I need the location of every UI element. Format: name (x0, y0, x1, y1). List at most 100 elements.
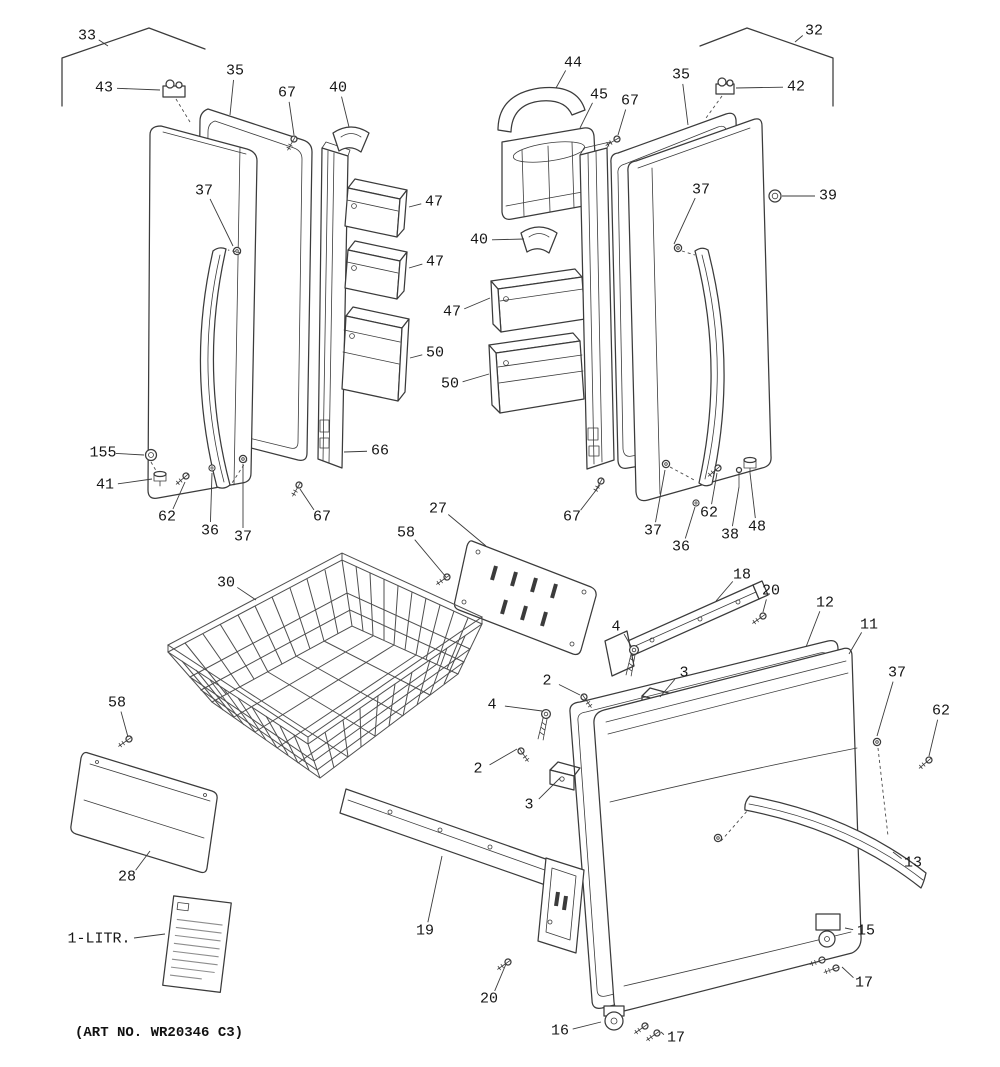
callout-part-number: 12 (816, 595, 834, 612)
leader-line (558, 684, 581, 696)
leader-line (229, 79, 234, 116)
handle-stud-bottom-right (661, 459, 671, 469)
leader-line (580, 484, 601, 511)
leader-line (209, 198, 234, 247)
handle-stud-lower (713, 833, 723, 843)
shim-wedge-left (332, 126, 370, 153)
callout-part-number: 67 (621, 93, 639, 110)
corner-bracket-left (61, 27, 206, 107)
screw-20-top (751, 610, 768, 627)
callout-part-number: 36 (672, 539, 690, 556)
leader-line (844, 927, 854, 931)
grommet-39 (768, 189, 782, 203)
leader-line (848, 632, 863, 655)
leader-line (409, 354, 423, 359)
callout-part-number: 44 (564, 55, 582, 72)
lower-door-handle (744, 795, 927, 889)
callout-part-number: 58 (108, 695, 126, 712)
callout-part-number: 3 (524, 797, 533, 814)
callout-part-number: 41 (96, 477, 114, 494)
callout-part-number: 67 (313, 509, 331, 526)
leader-line (98, 39, 109, 47)
leader-line (731, 486, 740, 527)
left-door-bin-lower (341, 306, 410, 402)
leader-line (172, 481, 186, 510)
leader-line (494, 963, 507, 992)
callout-part-number: 39 (819, 188, 837, 205)
leader-line (464, 297, 491, 310)
leader-line (805, 611, 821, 648)
leader-line (711, 472, 718, 505)
handle-stud-top-right (673, 243, 683, 253)
callout-part-number: 35 (226, 63, 244, 80)
left-door-handle (199, 247, 231, 489)
leader-line (237, 587, 257, 601)
cap-nut-48 (743, 456, 757, 474)
right-door-bin-lower (488, 332, 585, 414)
roller-assembly-right (815, 913, 841, 948)
leader-line (579, 102, 593, 129)
leader-line (133, 933, 166, 939)
right-door-assembly (488, 77, 782, 507)
callout-part-number: 40 (329, 80, 347, 97)
left-bottom-grommet (153, 470, 167, 487)
callout-part-number: 62 (700, 505, 718, 522)
door-stop-stud-left (208, 464, 216, 472)
callout-part-number: 45 (590, 87, 608, 104)
leader-line (538, 777, 561, 800)
leader-line (684, 506, 696, 539)
callout-part-number: 37 (888, 665, 906, 682)
callout-part-number: 66 (371, 443, 389, 460)
left-bottom-hinge-ring (144, 448, 159, 475)
leader-line (572, 1021, 602, 1030)
screw-67-top-left (283, 134, 300, 151)
callout-leader-lines (98, 35, 939, 1035)
leader-line (673, 197, 696, 245)
callout-part-number: 3 (679, 665, 688, 682)
callout-part-number: 2 (542, 673, 551, 690)
right-door-panel (627, 118, 772, 502)
upper-slide-rail (604, 580, 769, 677)
leader-line (555, 70, 567, 89)
corner-bracket-right (699, 27, 834, 107)
leader-line (617, 109, 627, 136)
leader-line (288, 101, 295, 136)
leader-line (414, 539, 447, 578)
callout-part-number: 27 (429, 501, 447, 518)
callout-part-number: 37 (195, 183, 213, 200)
screw-20-bottom (496, 956, 513, 973)
leader-line (408, 263, 423, 269)
screw-17-left-a (633, 1020, 650, 1037)
leader-line (841, 966, 854, 979)
callout-part-number: 18 (733, 567, 751, 584)
leader-line (448, 514, 487, 547)
callout-part-number: 20 (480, 991, 498, 1008)
callout-part-number: 155 (89, 445, 116, 462)
callout-part-number: 13 (904, 855, 922, 872)
callout-part-number: 42 (787, 79, 805, 96)
left-door-liner (317, 141, 351, 469)
callout-part-number: 50 (441, 376, 459, 393)
leader-line (427, 855, 443, 923)
right-top-hinge-cap (705, 77, 735, 119)
callout-part-number: 47 (426, 254, 444, 271)
callout-part-number: 67 (278, 85, 296, 102)
leader-line (928, 719, 939, 757)
callout-part-number: 38 (721, 527, 739, 544)
leader-line (489, 748, 518, 766)
bracket-3-lower (549, 761, 581, 791)
callout-part-number: 47 (443, 304, 461, 321)
callout-part-number: 37 (692, 182, 710, 199)
callout-part-number: 16 (551, 1023, 569, 1040)
callout-part-number: 4 (611, 619, 620, 636)
access-panel (70, 751, 218, 874)
callout-part-number: 11 (860, 617, 878, 634)
screw-17-left-b (645, 1027, 662, 1044)
callout-part-number: 19 (416, 923, 434, 940)
callout-part-number: 33 (78, 28, 96, 45)
hinge-pin-38 (735, 466, 743, 488)
leader-line (655, 469, 666, 523)
